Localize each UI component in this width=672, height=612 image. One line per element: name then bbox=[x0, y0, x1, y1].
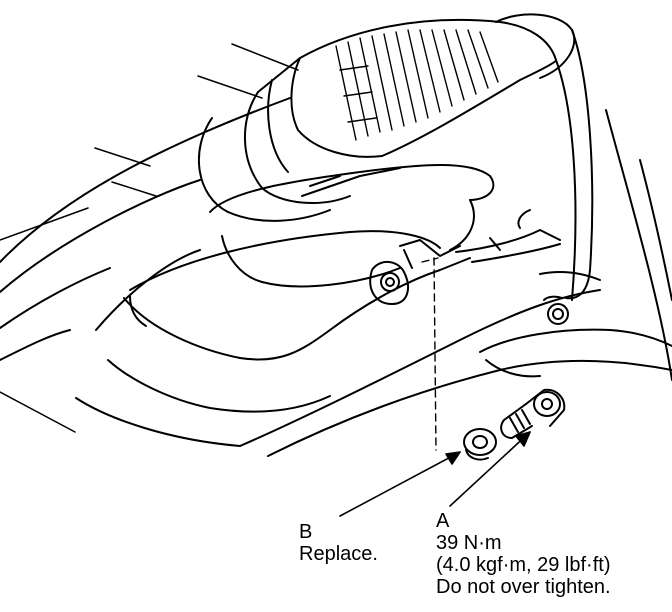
upper-body-outline bbox=[0, 97, 291, 361]
callout-a-torque: 39 N·m bbox=[436, 532, 502, 554]
callout-a-torque-alt: (4.0 kgf·m, 29 lbf·ft) bbox=[436, 554, 611, 576]
callout-a: A 39 N·m (4.0 kgf·m, 29 lbf·ft) Do not o… bbox=[436, 510, 611, 598]
hose-hatching bbox=[335, 29, 499, 141]
right-frame bbox=[555, 29, 672, 381]
washer bbox=[463, 428, 497, 461]
mount-bolt bbox=[543, 295, 569, 325]
callout-b-note: Replace. bbox=[299, 543, 378, 565]
oil-pan bbox=[75, 164, 495, 447]
drain-plug bbox=[500, 388, 566, 439]
callout-b-letter: B bbox=[299, 521, 313, 543]
lower-housing bbox=[239, 209, 672, 457]
guide-dashed-line bbox=[421, 257, 439, 451]
callout-a-warning: Do not over tighten. bbox=[436, 576, 611, 598]
callout-b: B Replace. bbox=[299, 521, 378, 565]
leader-a bbox=[449, 431, 531, 507]
callout-a-letter: A bbox=[436, 510, 450, 532]
leader-b bbox=[339, 451, 461, 517]
hose-assembly bbox=[198, 13, 576, 222]
drain-boss bbox=[369, 249, 413, 305]
